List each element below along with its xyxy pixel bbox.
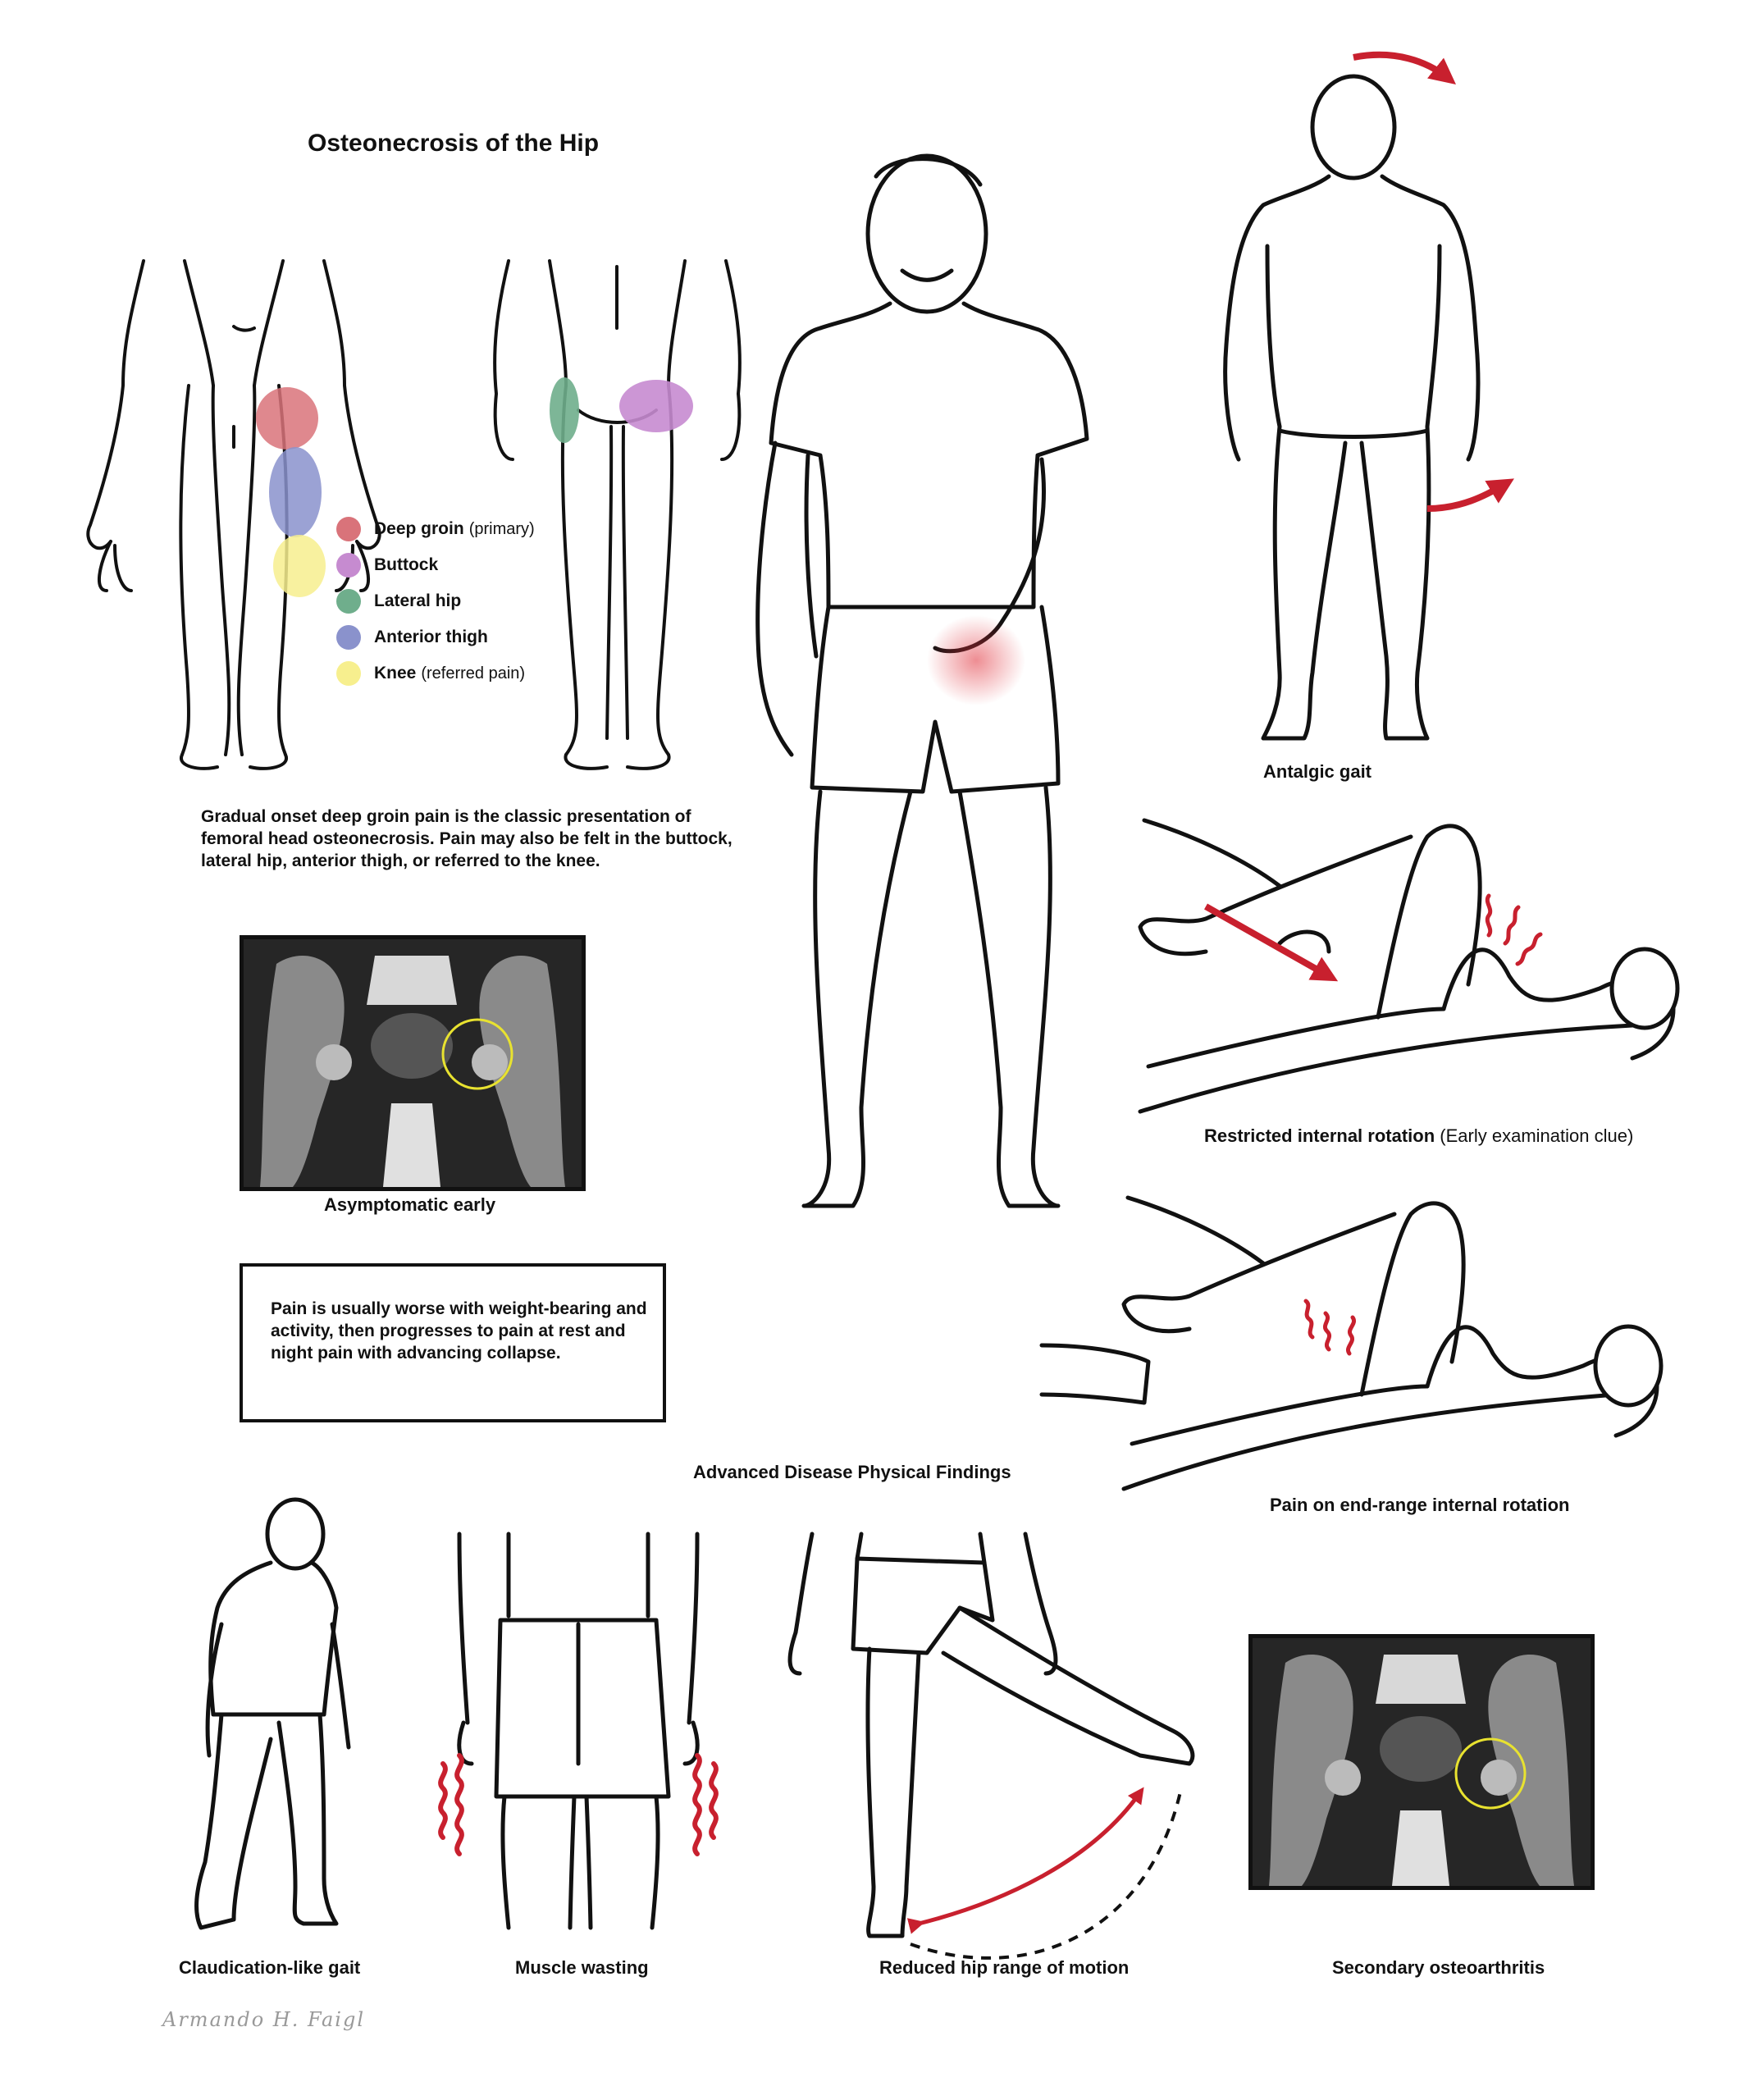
- pain-regions-back: [550, 377, 693, 443]
- legend-item-anterior-thigh: Anterior thigh: [336, 623, 488, 651]
- patient-standing: [755, 153, 1089, 1208]
- legend-note: (referred pain): [421, 664, 526, 682]
- caption-claudication: Claudication-like gait: [179, 1957, 361, 1978]
- legend-swatch-lateral-hip: [336, 589, 361, 614]
- legend-item-knee: Knee (referred pain): [336, 660, 525, 687]
- antalgic-gait-figure: [1223, 74, 1481, 741]
- legend-item-deep-groin: Deep groin (primary): [336, 515, 535, 543]
- end-range-exam: [1039, 1195, 1664, 1491]
- muscle-wasting-figure: [457, 1532, 700, 1930]
- caption-antalgic-gait: Antalgic gait: [1263, 761, 1372, 782]
- body-map-back: [493, 259, 742, 770]
- arm-swing-arrow: [1426, 478, 1514, 512]
- legend-label: Lateral hip: [374, 591, 462, 610]
- legend-swatch-deep-groin: [336, 517, 361, 541]
- caption-end-range: Pain on end-range internal rotation: [1270, 1495, 1570, 1515]
- pain-note-text: Pain is usually worse with weight-bearin…: [271, 1299, 647, 1363]
- artist-signature: Armando H. Faigl: [162, 2008, 366, 2031]
- legend-swatch-knee: [336, 661, 361, 686]
- head-turn-arrow: [1353, 51, 1456, 84]
- caption-reduced-rom: Reduced hip range of motion: [879, 1957, 1130, 1978]
- wasting-marks: [438, 1753, 719, 1856]
- internal-rotation-exam: [1138, 818, 1680, 1114]
- caption-secondary-oa: Secondary osteoarthritis: [1332, 1957, 1545, 1978]
- claudication-gait-figure: [194, 1497, 351, 1930]
- legend-note: (primary): [468, 519, 535, 538]
- reduced-rom-figure: [787, 1532, 1195, 1938]
- legend-swatch-anterior-thigh: [336, 625, 361, 650]
- pain-marks-rotation: [1485, 893, 1543, 966]
- legend-label: Buttock: [374, 555, 439, 574]
- xray-secondary-oa: [1248, 1634, 1595, 1890]
- caption-restricted-rotation-note: (Early examination clue): [1440, 1125, 1634, 1146]
- groin-pain-glow: [927, 615, 1025, 705]
- caption-restricted-rotation: Restricted internal rotation (Early exam…: [1204, 1125, 1633, 1147]
- pain-marks-end-range: [1303, 1299, 1356, 1356]
- intro-text: Gradual onset deep groin pain is the cla…: [201, 807, 733, 870]
- legend-item-buttock: Buttock: [336, 551, 438, 579]
- xray-early: [240, 935, 586, 1191]
- pain-regions-front: [256, 387, 326, 597]
- legend-label: Deep groin: [374, 519, 464, 538]
- caption-asymptomatic: Asymptomatic early: [324, 1194, 496, 1215]
- legend-item-lateral-hip: Lateral hip: [336, 587, 461, 615]
- rotation-arrow: [1204, 903, 1339, 982]
- caption-restricted-rotation-main: Restricted internal rotation: [1204, 1125, 1435, 1146]
- rom-arc-arrow: [906, 1787, 1144, 1934]
- rom-full-arc: [910, 1787, 1183, 1960]
- page-title: Osteonecrosis of the Hip: [308, 130, 600, 157]
- legend-swatch-buttock: [336, 553, 361, 578]
- pain-note-box: Pain is usually worse with weight-bearin…: [240, 1263, 666, 1422]
- advanced-heading: Advanced Disease Physical Findings: [693, 1462, 1011, 1482]
- legend-label: Knee: [374, 664, 417, 682]
- caption-muscle-wasting: Muscle wasting: [515, 1957, 649, 1978]
- legend-label: Anterior thigh: [374, 628, 488, 646]
